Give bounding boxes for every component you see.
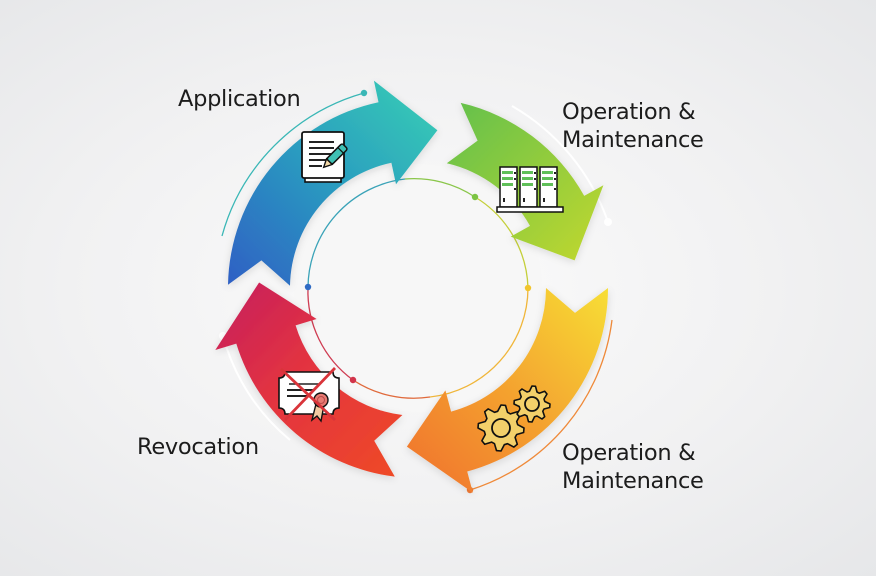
stage-label-operation-maintenance-2: Operation & Maintenance xyxy=(562,439,704,495)
document-pen-icon xyxy=(301,131,348,183)
gears-icon xyxy=(477,385,551,452)
arrow-operation-maintenance-2 xyxy=(406,288,608,493)
center-disc xyxy=(294,164,542,412)
outer-accent-arcs xyxy=(219,89,613,494)
label-line: Maintenance xyxy=(562,468,704,494)
stage-label-application: Application xyxy=(178,85,301,113)
label-line: Operation & xyxy=(562,440,696,466)
label-line: Application xyxy=(178,86,301,112)
inner-ring-dots xyxy=(304,193,532,384)
revoked-certificate-icon xyxy=(278,367,340,423)
label-line: Maintenance xyxy=(562,127,704,153)
server-rack-icon xyxy=(496,166,564,213)
stage-label-operation-maintenance-1: Operation & Maintenance xyxy=(562,98,704,154)
label-line: Operation & xyxy=(562,99,696,125)
arrow-application xyxy=(228,80,438,286)
label-line: Revocation xyxy=(137,434,259,460)
stage-label-revocation: Revocation xyxy=(137,433,259,461)
